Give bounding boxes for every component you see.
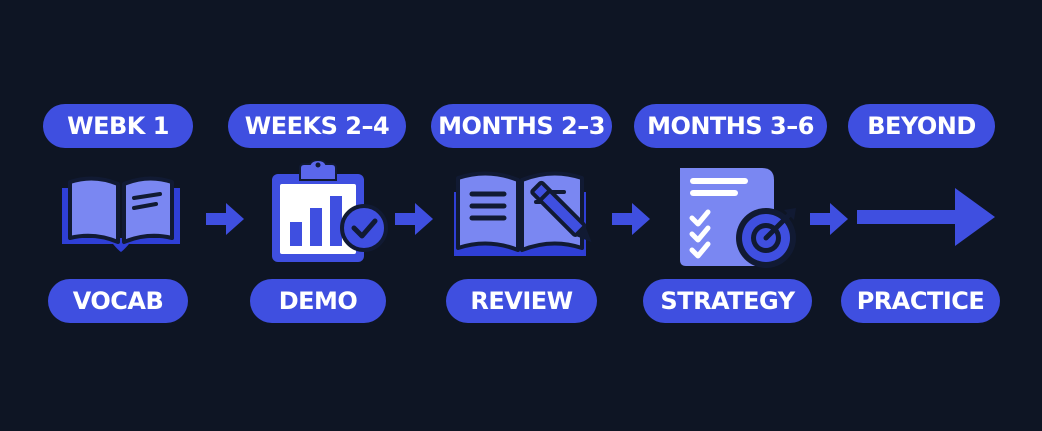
label-pill-review: REVIEW <box>446 279 597 323</box>
open-book-icon <box>58 172 184 256</box>
checklist-target-icon <box>678 166 800 270</box>
flow-arrow-2 <box>393 199 435 239</box>
label-pill-practice: PRACTICE <box>841 279 1000 323</box>
label-pill-demo: DEMO <box>250 279 386 323</box>
long-arrow-icon <box>855 184 997 250</box>
period-pill-beyond: BEYOND <box>848 104 995 148</box>
flow-arrow-1 <box>204 199 246 239</box>
flow-arrow-3 <box>610 199 652 239</box>
clipboard-chart-icon <box>270 160 388 264</box>
period-pill-months-3-6: MONTHS 3–6 <box>634 104 827 148</box>
label-pill-strategy: STRATEGY <box>643 279 812 323</box>
period-pill-week-1: WEBK 1 <box>43 104 193 148</box>
label-pill-vocab: VOCAB <box>48 279 188 323</box>
period-pill-months-2-3: MONTHS 2–3 <box>431 104 612 148</box>
flow-arrow-4 <box>808 199 850 239</box>
period-pill-weeks-2-4: WEEKS 2–4 <box>228 104 406 148</box>
book-pencil-icon <box>452 168 600 260</box>
